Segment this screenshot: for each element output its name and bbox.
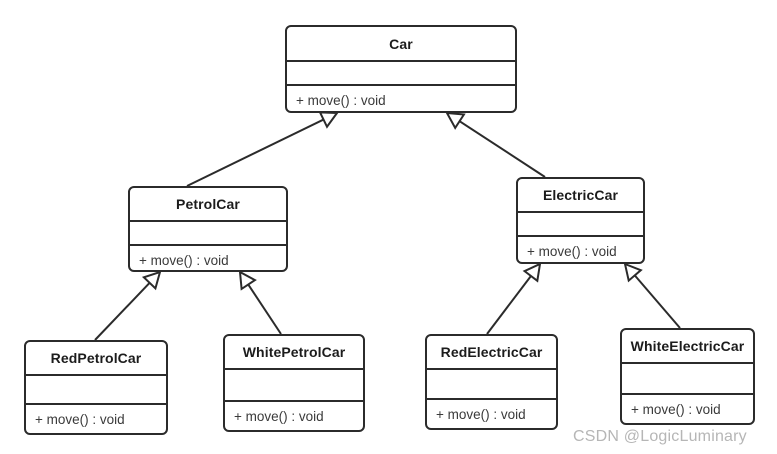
class-operations-whitepetrolcar: + move() : void	[234, 408, 324, 424]
class-box-redelectriccar[interactable]: RedElectricCar + move() : void	[425, 334, 558, 430]
inheritance-arrowhead-icon	[522, 262, 542, 283]
generalization-line	[94, 282, 151, 341]
generalization-whitepetrolcar-to-petrolcar: WhitePetrolCar inherits PetrolCar	[238, 270, 282, 335]
class-name-petrolcar: PetrolCar	[130, 188, 286, 222]
generalization-whiteelectriccar-to-electriccar: WhiteElectricCar inherits ElectricCar	[623, 262, 681, 329]
class-attributes-whiteelectriccar	[622, 364, 753, 395]
generalization-line	[186, 118, 324, 187]
class-operations-petrolcar: + move() : void	[139, 252, 229, 268]
class-box-whitepetrolcar[interactable]: WhitePetrolCar + move() : void	[223, 334, 365, 432]
class-box-whiteelectriccar[interactable]: WhiteElectricCar + move() : void	[620, 328, 755, 425]
generalization-line	[486, 275, 532, 335]
generalization-redpetrolcar-to-petrolcar: RedPetrolCar inherits PetrolCar	[94, 270, 162, 341]
class-attributes-whitepetrolcar	[225, 370, 363, 402]
inheritance-arrowhead-icon	[141, 270, 162, 291]
class-box-car[interactable]: Car + move() : void	[285, 25, 517, 113]
inheritance-arrowhead-icon	[238, 270, 257, 291]
inheritance-arrowhead-icon	[318, 111, 339, 129]
class-operations-electriccar: + move() : void	[527, 243, 617, 259]
generalization-line	[634, 274, 681, 329]
class-box-petrolcar[interactable]: PetrolCar + move() : void	[128, 186, 288, 272]
class-operations-redelectriccar: + move() : void	[436, 406, 526, 422]
generalization-petrolcar-to-car: PetrolCar inherits Car	[186, 111, 339, 187]
class-box-redpetrolcar[interactable]: RedPetrolCar + move() : void	[24, 340, 168, 435]
class-attributes-car	[287, 62, 515, 86]
class-name-car: Car	[287, 27, 515, 62]
class-operations-car: + move() : void	[296, 92, 386, 108]
inheritance-arrowhead-icon	[445, 111, 466, 130]
class-attributes-electriccar	[518, 213, 643, 237]
generalization-electriccar-to-car: ElectricCar inherits Car	[445, 111, 546, 178]
class-name-whitepetrolcar: WhitePetrolCar	[225, 336, 363, 370]
class-name-redelectriccar: RedElectricCar	[427, 336, 556, 370]
watermark-text: CSDN @LogicLuminary	[573, 428, 747, 445]
class-operations-redpetrolcar: + move() : void	[35, 411, 125, 427]
generalization-line	[247, 283, 282, 335]
generalization-line	[459, 120, 546, 178]
class-attributes-redpetrolcar	[26, 376, 166, 405]
class-attributes-petrolcar	[130, 222, 286, 246]
inheritance-arrowhead-icon	[623, 262, 643, 283]
class-attributes-redelectriccar	[427, 370, 556, 400]
class-operations-whiteelectriccar: + move() : void	[631, 401, 721, 417]
generalization-redelectriccar-to-electriccar: RedElectricCar inherits ElectricCar	[486, 262, 542, 335]
class-name-whiteelectriccar: WhiteElectricCar	[622, 330, 753, 364]
class-name-electriccar: ElectricCar	[518, 179, 643, 213]
class-name-redpetrolcar: RedPetrolCar	[26, 342, 166, 376]
class-box-electriccar[interactable]: ElectricCar + move() : void	[516, 177, 645, 264]
